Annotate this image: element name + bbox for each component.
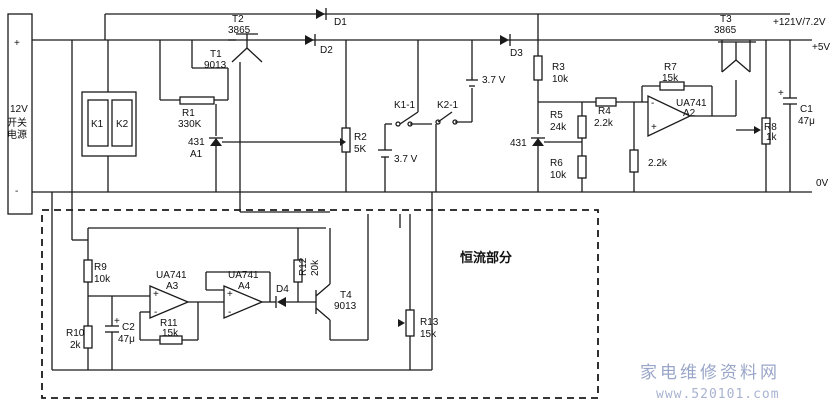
r8-name: R8: [764, 122, 777, 133]
supply-label-line3: 电源: [7, 128, 27, 141]
a4-plus-pin: +: [227, 289, 233, 300]
watermark-site-name: 家电维修资料网: [640, 363, 780, 383]
battery-bottom-label: 3.7 V: [394, 154, 418, 165]
supply-plus-sign: +: [14, 38, 20, 49]
a2-minus-pin: -: [651, 98, 654, 109]
switch-k1-label: K1-1: [394, 100, 416, 111]
t2-part: 3865: [228, 25, 251, 36]
supply-label-line2: 开关: [7, 116, 27, 129]
a2-plus-pin: +: [651, 122, 657, 133]
d3-label: D3: [510, 48, 523, 59]
power-rails: [32, 13, 812, 193]
r2-value: 5K: [354, 144, 367, 155]
a1-name: A1: [190, 149, 203, 160]
r1-value: 330K: [178, 119, 202, 130]
c1-value: 47μ: [798, 116, 815, 127]
r4-name: R4: [598, 106, 611, 117]
r3-value: 10k: [552, 74, 569, 85]
t2-transistor: T2 3865: [228, 14, 330, 213]
r13-value: 15k: [420, 329, 437, 340]
r9-value: 10k: [94, 274, 111, 285]
a4-name: A4: [238, 281, 251, 292]
battery-top-label: 3.7 V: [482, 75, 506, 86]
t3-transistor: T3 3865: [714, 14, 756, 73]
d4-label: D4: [276, 284, 289, 295]
a3-name: A3: [166, 281, 179, 292]
d2-label: D2: [320, 45, 333, 56]
r11-name: R11: [160, 318, 178, 329]
t3-part: 3865: [714, 25, 737, 36]
t3-name: T3: [720, 14, 732, 25]
t4-name: T4: [340, 290, 352, 301]
a2-name: A2: [683, 108, 696, 119]
c1-plus-sign: +: [778, 88, 784, 99]
r7-name: R7: [664, 62, 677, 73]
watermark-url: www.520101.com: [656, 387, 780, 402]
a3-minus-pin: -: [154, 307, 157, 318]
watermark: 家电维修资料网 www.520101.com: [640, 363, 780, 402]
constant-current-section: 恒流部分 R9 10k R10 2k + C2 47μ + - UA741 A3…: [41, 192, 599, 399]
r4-value: 2.2k: [594, 118, 614, 129]
diodes-top: D1 D2: [305, 8, 347, 56]
r5-name: R5: [550, 110, 563, 121]
t4-part: 9013: [334, 301, 357, 312]
rail-label-top: +121V/7.2V: [773, 17, 826, 28]
t1-stage: R1 330K T1 9013 431 A1: [159, 40, 340, 192]
c2-plus-sign: +: [114, 316, 120, 327]
r11-value: 15k: [162, 328, 179, 339]
r12-name: R12: [298, 257, 309, 276]
charge-switches: K1-1 K2-1 3.7 V 3.7 V: [378, 40, 506, 192]
a4-part: UA741: [228, 270, 259, 281]
r6-name: R6: [550, 158, 563, 169]
switching-power-supply: + 12V 开关 电源 -: [7, 13, 33, 215]
a3-part: UA741: [156, 270, 187, 281]
section-label: 恒流部分: [460, 250, 512, 266]
rail-label-gnd: 0V: [816, 178, 829, 189]
c2-value: 47μ: [118, 334, 135, 345]
d1-label: D1: [334, 17, 347, 28]
r5-value: 24k: [550, 122, 567, 133]
r13-name: R13: [420, 317, 439, 328]
output-filter: R8 1k + C1 47μ: [736, 40, 815, 192]
a3-plus-pin: +: [153, 289, 159, 300]
r10-value: 2k: [70, 340, 82, 351]
voltage-reference: R3 10k 431 R5 24k R6 10k: [510, 14, 587, 192]
r8-value: 1k: [766, 132, 778, 143]
c2-name: C2: [122, 322, 135, 333]
r7-value: 15k: [662, 73, 679, 84]
r9-name: R9: [94, 262, 107, 273]
a1-part: 431: [188, 137, 205, 148]
c1-name: C1: [800, 104, 813, 115]
d3-diode: D3: [500, 34, 523, 59]
t2-name: T2: [232, 14, 244, 25]
error-amplifier: R4 2.2k 2.2k - + UA741 A2 R7 15k: [582, 62, 737, 192]
r-extra-value: 2.2k: [648, 158, 668, 169]
r6-value: 10k: [550, 170, 567, 181]
switch-k2-label: K2-1: [437, 100, 459, 111]
r3-name: R3: [552, 62, 565, 73]
r2-name: R2: [354, 132, 367, 143]
rail-label-5v: +5V: [812, 42, 830, 53]
a2-part: UA741: [676, 98, 707, 109]
relay-k2-label: K2: [116, 119, 129, 130]
r10-name: R10: [66, 328, 85, 339]
u2-431-label: 431: [510, 138, 527, 149]
r12-value: 20k: [310, 259, 321, 276]
supply-label-line1: 12V: [10, 104, 28, 115]
r1-name: R1: [182, 108, 195, 119]
supply-minus-sign: -: [15, 186, 18, 197]
relay-coils: K1 K2: [71, 40, 137, 240]
a4-minus-pin: -: [228, 307, 231, 318]
r2-potentiometer: R2 5K: [340, 40, 367, 192]
t1-part: 9013: [204, 60, 227, 71]
t1-name: T1: [210, 49, 222, 60]
relay-k1-label: K1: [91, 119, 104, 130]
